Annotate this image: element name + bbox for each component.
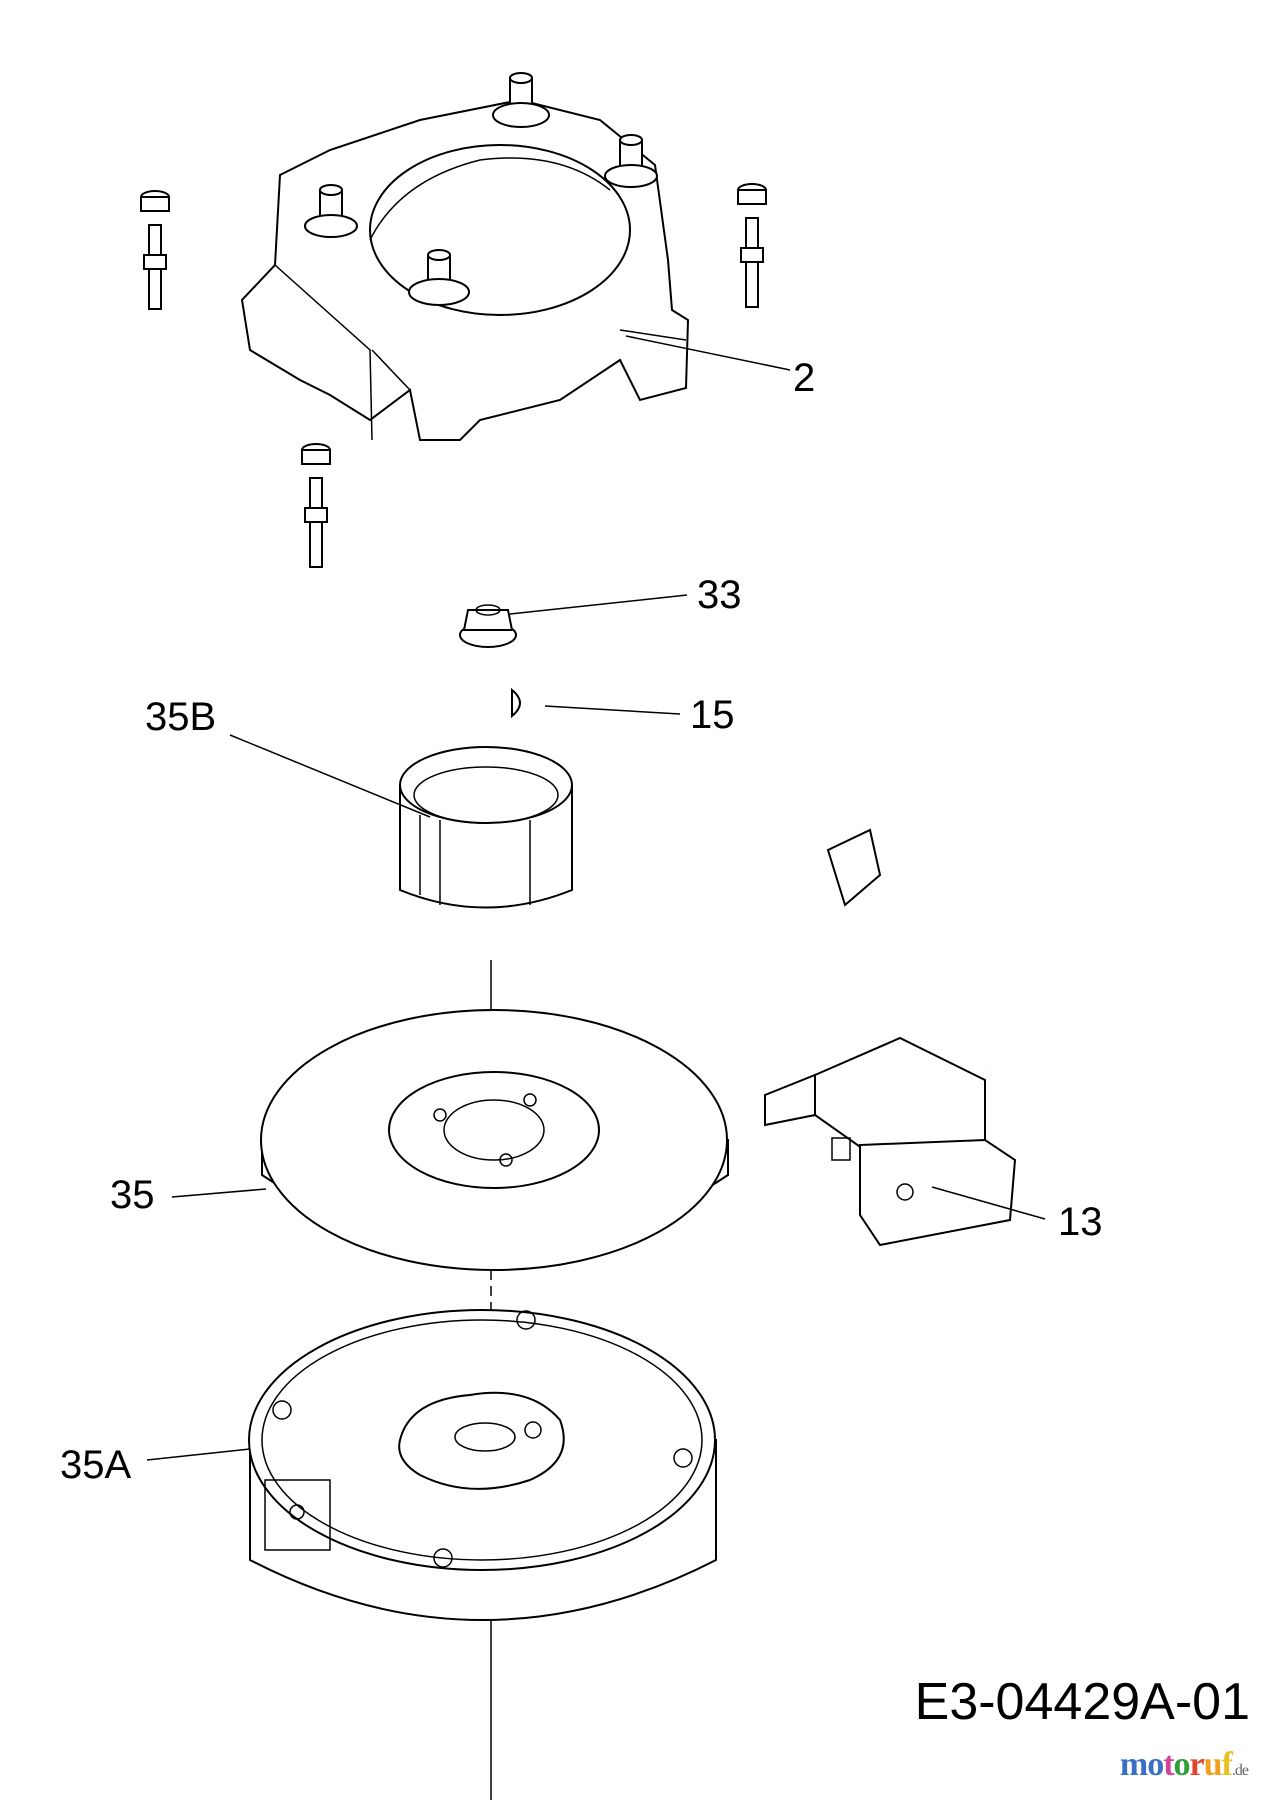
callout-key: 15 [690,693,735,737]
drawing-number: E3-04429A-01 [914,1673,1250,1731]
callout-flywheel: 35A [60,1443,132,1487]
watermark-tld: .de [1231,1762,1249,1779]
stud-bolt-right [737,183,767,308]
watermark-letter: o [1147,1746,1164,1783]
callout-nut: 33 [697,573,742,617]
watermark-letter: t [1163,1746,1174,1783]
watermark-letter: o [1173,1746,1191,1783]
watermark-letter: m [1119,1746,1148,1783]
callout-shroud: 2 [793,356,816,400]
watermark-letter: r [1189,1746,1205,1783]
callout-fan: 35 [110,1173,155,1217]
watermark-letter: u [1203,1746,1223,1783]
cooling-fan-part [260,1009,729,1271]
flywheel-key-part [511,687,521,719]
callout-cup: 35B [145,695,217,739]
ignition-coil-part [764,828,1155,1247]
watermark-logo: motoruf.de [1119,1746,1249,1783]
flywheel-magnet-part [248,1309,717,1621]
flywheel-nut-part [459,604,517,648]
stud-bolt-left [140,190,170,310]
leader-lines [146,335,1046,1461]
shroud-posts [304,72,658,306]
callout-ignition-coil: 13 [1058,1200,1103,1244]
watermark-letter: f [1221,1746,1233,1783]
stud-bolt-bottom [301,443,331,568]
blower-housing-part [240,72,690,441]
starter-cup-part [399,746,573,909]
